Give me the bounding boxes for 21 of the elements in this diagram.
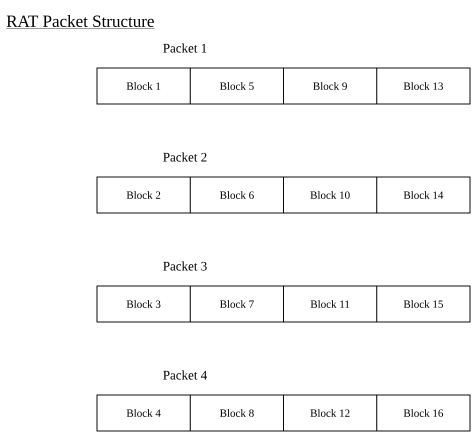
block-cell: Block 16	[376, 394, 470, 432]
block-cell: Block 13	[376, 68, 470, 104]
block-cell: Block 2	[96, 176, 191, 214]
node-label: Packet 4	[163, 370, 208, 380]
block-cell: Block 9	[283, 68, 378, 104]
block-cell: Block 12	[283, 394, 378, 432]
block-cell: Block 5	[190, 68, 284, 104]
block-cell: Block 3	[96, 286, 191, 322]
node-label: Packet 2	[163, 152, 206, 162]
title: RAT Packet Structure	[6, 15, 155, 29]
node-label: Packet 3	[163, 261, 207, 271]
block-cell: Block 6	[190, 176, 284, 214]
block-cell: Block 4	[96, 394, 191, 432]
block-cell: Block 10	[283, 176, 378, 214]
block-cell: Block 1	[96, 68, 191, 104]
block-cell: Block 7	[190, 286, 284, 322]
block-cell: Block 11	[283, 286, 378, 322]
block-cell: Block 8	[190, 394, 284, 432]
node-label: Packet 1	[163, 43, 206, 53]
block-cell: Block 14	[376, 176, 470, 214]
block-cell: Block 15	[376, 286, 470, 322]
